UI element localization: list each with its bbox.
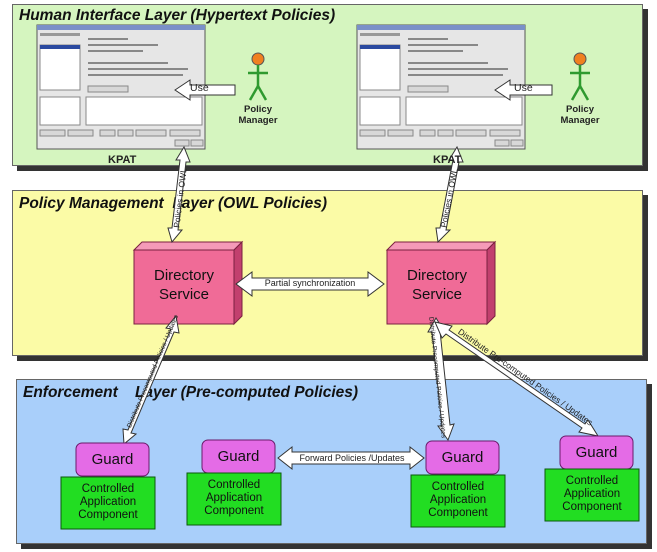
use-label-left: Use — [190, 82, 209, 94]
directory-service-label-right: Directory Service — [406, 267, 467, 303]
guard-label-1: Guard — [91, 451, 134, 468]
guard-label-3: Guard — [441, 449, 484, 466]
forward-policies-arrow — [277, 445, 425, 471]
guard-box-3 — [425, 440, 500, 475]
kpat-label-left: KPAT — [108, 154, 137, 166]
policies-in-owl-arrow-left — [167, 145, 191, 244]
guard-label-4: Guard — [575, 444, 618, 461]
guard-label-2: Guard — [217, 448, 260, 465]
kpat-window-left — [36, 24, 206, 150]
partial-sync-label: Partial synchronization — [264, 278, 356, 288]
guard-box-1 — [75, 442, 150, 477]
policy-manager-label-left: Policy Manager — [238, 104, 278, 126]
component-box-3 — [410, 474, 506, 528]
component-box-1 — [60, 476, 156, 530]
forward-policies-label: Forward Policies /Updates — [299, 453, 405, 463]
policy-manager-label-right: Policy Manager — [560, 104, 600, 126]
partial-sync-arrow — [235, 271, 385, 297]
component-label-4: Controlled Application Component — [562, 475, 622, 513]
component-box-4 — [544, 468, 640, 522]
human-layer-title: Human Interface Layer (Hypertext Policie… — [19, 7, 336, 24]
component-label-2: Controlled Application Component — [204, 479, 264, 517]
distribute-arrow-right — [434, 321, 600, 437]
directory-service-box-right — [385, 240, 497, 326]
use-arrow-left — [174, 79, 236, 101]
policy-manager-figure-left — [248, 52, 268, 101]
kpat-window-right — [356, 24, 526, 150]
use-label-right: Use — [514, 82, 533, 94]
policies-in-owl-arrow-right — [435, 145, 464, 244]
use-arrow-right — [494, 79, 553, 101]
policy-manager-figure-right — [570, 52, 590, 101]
kpat-label-right: KPAT — [433, 154, 462, 166]
directory-service-label-left: Directory Service — [153, 267, 214, 303]
component-label-1: Controlled Application Component — [78, 483, 138, 521]
policy-management-layer: Policy Management Layer (OWL Policies) — [12, 190, 643, 356]
component-box-2 — [186, 472, 282, 526]
policy-layer-title: Policy Management Layer (OWL Policies) — [19, 195, 328, 212]
component-label-3: Controlled Application Component — [428, 481, 488, 519]
